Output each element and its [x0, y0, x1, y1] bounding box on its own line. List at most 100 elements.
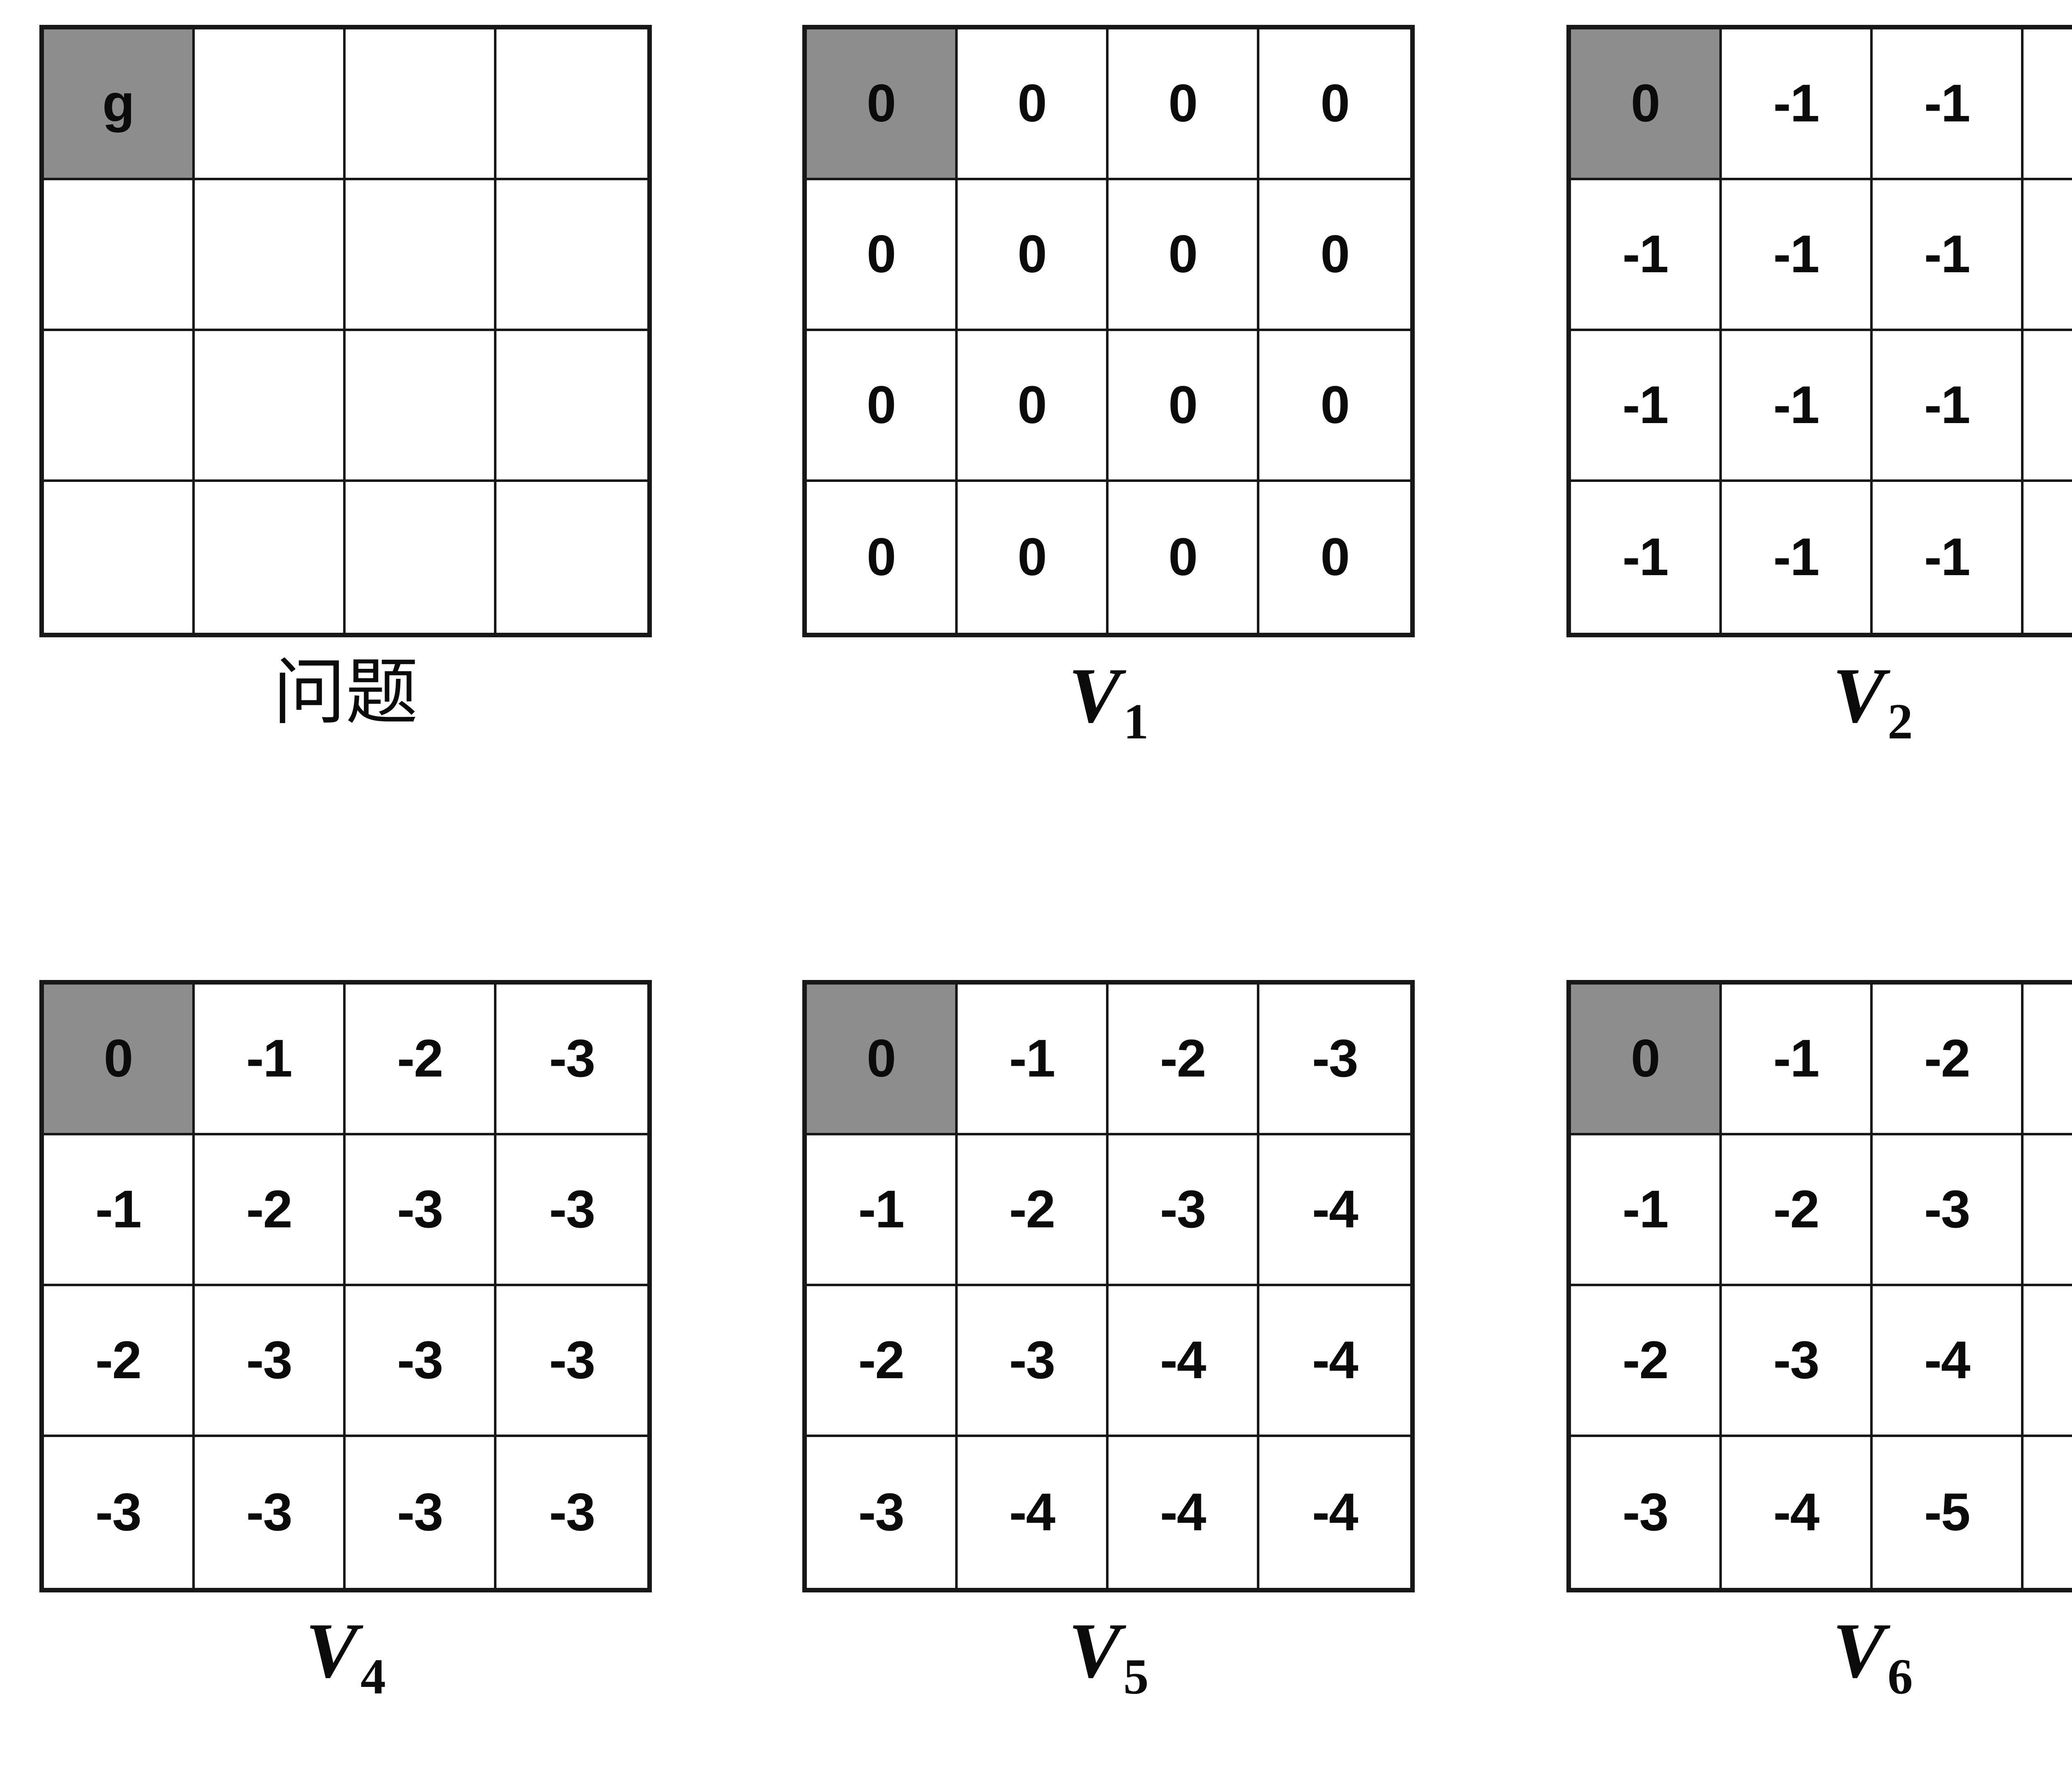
grid-cell[interactable]: -4 — [1259, 1437, 1410, 1588]
grid-cell[interactable]: 0 — [1109, 482, 1259, 633]
grid-cell[interactable]: 0 — [958, 29, 1109, 180]
grid-cell[interactable]: -2 — [807, 1286, 958, 1437]
grid-cell[interactable]: -1 — [1873, 29, 2024, 180]
grid-cell[interactable]: -3 — [1873, 1135, 2024, 1286]
grid-cell[interactable]: -3 — [44, 1437, 195, 1588]
grid-cell[interactable]: 0 — [807, 29, 958, 180]
grid-cell[interactable] — [346, 331, 496, 482]
grid-cell[interactable]: -3 — [1109, 1135, 1259, 1286]
grid-cell[interactable] — [44, 482, 195, 633]
grid-cell[interactable] — [496, 331, 647, 482]
grid-v5: 0-1-2-3-1-2-3-4-2-3-4-4-3-4-4-4 — [802, 980, 1415, 1592]
grid-cell[interactable] — [496, 29, 647, 180]
grid-cell[interactable] — [44, 180, 195, 331]
grid-cell[interactable]: -3 — [2024, 985, 2072, 1135]
grid-cell[interactable]: -4 — [1722, 1437, 1873, 1588]
grid-cell[interactable]: -2 — [195, 1135, 346, 1286]
grid-cell[interactable] — [496, 482, 647, 633]
grid-cell[interactable]: -1 — [1873, 331, 2024, 482]
grid-cell[interactable]: -1 — [1722, 180, 1873, 331]
grid-cell[interactable] — [346, 482, 496, 633]
grid-cell[interactable]: 0 — [1259, 180, 1410, 331]
grid-cell[interactable]: -1 — [195, 985, 346, 1135]
grid-cell[interactable]: -3 — [346, 1286, 496, 1437]
grid-cell[interactable] — [346, 180, 496, 331]
grid-cell[interactable]: -2 — [1873, 985, 2024, 1135]
grid-cell[interactable]: 0 — [1259, 29, 1410, 180]
grid-cell[interactable]: -5 — [2024, 1286, 2072, 1437]
grid-cell[interactable]: -4 — [1109, 1437, 1259, 1588]
grid-cell[interactable]: -3 — [1259, 985, 1410, 1135]
grid-cell[interactable] — [496, 180, 647, 331]
grid-cell[interactable]: -1 — [1571, 1135, 1722, 1286]
grid-cell[interactable]: -3 — [195, 1437, 346, 1588]
grid-cell[interactable]: -3 — [496, 1135, 647, 1286]
grid-cell[interactable]: 0 — [1571, 29, 1722, 180]
grid-cell[interactable]: -1 — [2024, 482, 2072, 633]
grid-cell[interactable]: -3 — [958, 1286, 1109, 1437]
grid-cell[interactable]: -1 — [1722, 29, 1873, 180]
grid-cell[interactable]: -3 — [496, 1286, 647, 1437]
grid-cell[interactable]: 0 — [1571, 985, 1722, 1135]
grid-cell[interactable]: -1 — [1722, 482, 1873, 633]
grid-cell[interactable] — [195, 180, 346, 331]
grid-cell[interactable]: -2 — [958, 1135, 1109, 1286]
grid-cell[interactable]: -1 — [1722, 985, 1873, 1135]
grid-cell[interactable]: -4 — [1259, 1135, 1410, 1286]
grid-cell[interactable]: -3 — [807, 1437, 958, 1588]
grid-cell[interactable] — [195, 331, 346, 482]
caption-text: V1 — [1068, 652, 1149, 748]
grid-cell[interactable]: -1 — [958, 985, 1109, 1135]
grid-cell[interactable]: -2 — [1722, 1135, 1873, 1286]
grid-cell[interactable]: -2 — [1571, 1286, 1722, 1437]
grid-cell[interactable]: -1 — [2024, 331, 2072, 482]
grid-cell[interactable]: -4 — [958, 1437, 1109, 1588]
grid-cell[interactable]: -2 — [44, 1286, 195, 1437]
grid-cell[interactable]: -1 — [1571, 482, 1722, 633]
grid-cell[interactable]: -1 — [2024, 29, 2072, 180]
grid-cell[interactable]: -1 — [807, 1135, 958, 1286]
grid-cell[interactable]: -2 — [1109, 985, 1259, 1135]
grid-cell[interactable] — [195, 482, 346, 633]
grid-cell[interactable]: -3 — [496, 985, 647, 1135]
grid-cell[interactable]: -4 — [1873, 1286, 2024, 1437]
grid-cell[interactable]: -1 — [1571, 331, 1722, 482]
grid-cell[interactable]: 0 — [1259, 482, 1410, 633]
grid-cell[interactable]: -1 — [1873, 482, 2024, 633]
grid-cell[interactable]: -5 — [2024, 1437, 2072, 1588]
grid-cell[interactable]: g — [44, 29, 195, 180]
grid-cell[interactable]: -3 — [195, 1286, 346, 1437]
grid-cell[interactable]: -1 — [1873, 180, 2024, 331]
grid-cell[interactable]: -3 — [1571, 1437, 1722, 1588]
grid-cell[interactable]: -4 — [1259, 1286, 1410, 1437]
grid-cell[interactable]: 0 — [958, 482, 1109, 633]
grid-cell[interactable]: -3 — [346, 1437, 496, 1588]
grid-cell[interactable]: -3 — [346, 1135, 496, 1286]
grid-cell[interactable]: 0 — [807, 482, 958, 633]
grid-cell[interactable]: 0 — [44, 985, 195, 1135]
grid-cell[interactable] — [44, 331, 195, 482]
grid-cell[interactable]: -1 — [1571, 180, 1722, 331]
grid-cell[interactable]: -2 — [346, 985, 496, 1135]
grid-cell[interactable]: -5 — [1873, 1437, 2024, 1588]
grid-cell[interactable] — [346, 29, 496, 180]
grid-cell[interactable]: 0 — [1109, 29, 1259, 180]
grid-cell[interactable]: 0 — [1109, 331, 1259, 482]
grid-cell[interactable]: -4 — [2024, 1135, 2072, 1286]
grid-cell[interactable]: -1 — [1722, 331, 1873, 482]
grid-cell[interactable]: 0 — [807, 180, 958, 331]
grid-cell[interactable]: -1 — [44, 1135, 195, 1286]
grid-cell[interactable]: 0 — [1259, 331, 1410, 482]
caption-subscript: 6 — [1887, 1649, 1913, 1705]
grid-cell[interactable]: -3 — [1722, 1286, 1873, 1437]
grid-cell[interactable]: 0 — [807, 331, 958, 482]
grid-cell[interactable]: -1 — [2024, 180, 2072, 331]
grid-cell[interactable]: 0 — [958, 331, 1109, 482]
grid-cell[interactable]: -3 — [496, 1437, 647, 1588]
grid-cell[interactable]: -4 — [1109, 1286, 1259, 1437]
grid-cell[interactable]: 0 — [807, 985, 958, 1135]
grid-cell[interactable]: 0 — [958, 180, 1109, 331]
grid-cell[interactable]: 0 — [1109, 180, 1259, 331]
grid-cell[interactable] — [195, 29, 346, 180]
